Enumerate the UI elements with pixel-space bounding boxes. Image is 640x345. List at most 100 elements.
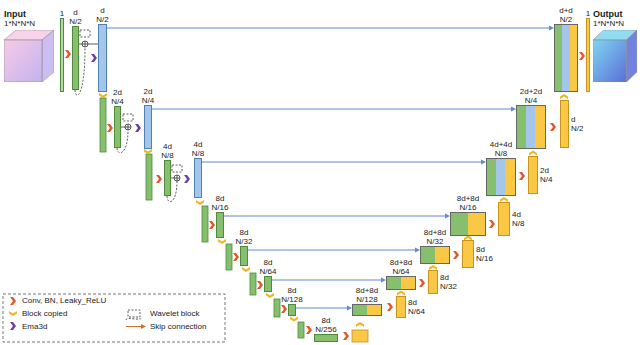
channel-label: 2d: [142, 87, 154, 96]
channel-label: d+d: [559, 6, 573, 15]
channel-label: 8d: [408, 298, 425, 307]
copy-arrow: [529, 151, 537, 156]
channel-label: 8d+8d: [390, 258, 412, 267]
legend-text: Skip connection: [150, 322, 206, 331]
legend-symbol: [126, 326, 142, 327]
channel-label: 8d: [440, 273, 457, 282]
ema3d-arrow: [135, 124, 141, 132]
block-label: 8dN/64: [260, 258, 277, 276]
channel-label: Output: [593, 9, 624, 19]
channel-label: 8d: [260, 258, 277, 267]
channel-label: 8d: [315, 316, 336, 325]
wavelet-block: [75, 30, 182, 202]
block-label: dN/2: [571, 115, 583, 133]
legend-symbol: [10, 322, 16, 330]
legend-text: Block copied: [22, 309, 67, 318]
ema-block: dN/2: [98, 24, 107, 92]
channel-label: 4d+4d: [490, 140, 512, 149]
decoder-block: 8dN/16: [462, 240, 474, 268]
downsampled-block: [202, 206, 208, 242]
skip-line: [202, 162, 481, 163]
block-label: 1: [586, 9, 590, 18]
conv-arrow: [257, 281, 263, 289]
size-label: N/32: [236, 237, 253, 246]
size-label: N/16: [212, 203, 229, 212]
legend-symbol: [9, 311, 17, 316]
conv-arrow: [419, 279, 425, 287]
encoder-block: 8dN/64: [264, 276, 272, 292]
downsampled-block: [100, 98, 304, 338]
size-label: N/4: [111, 97, 123, 106]
copy-arrow: [356, 322, 364, 327]
size-label: N/2: [559, 15, 573, 24]
block-label: 8d+8dN/32: [424, 228, 446, 246]
ema-block: 2dN/4: [144, 105, 152, 149]
size-label: 1*N*N*N: [593, 19, 624, 28]
size-label: N/256: [315, 325, 336, 334]
skip-connection: [152, 107, 516, 112]
downsampled-block: [298, 322, 304, 338]
copy-arrow: [196, 200, 204, 205]
wavelet-block: [172, 165, 182, 172]
block-label: dN/2: [69, 8, 81, 26]
skip-line: [224, 216, 445, 217]
skip-line: [296, 308, 347, 309]
ema3d-arrow: [91, 54, 97, 62]
conv-arrow: [387, 303, 393, 311]
legend-text: Wavelet block: [150, 309, 200, 318]
size-label: N/64: [408, 307, 425, 316]
block-label: 8dN/256: [315, 316, 336, 334]
size-label: N/4: [520, 96, 542, 105]
skip-connection: [248, 248, 420, 253]
concat-block: 4d+4dN/8: [486, 158, 516, 196]
channel-label: 4d: [512, 210, 524, 219]
concat-block: d+dN/2: [554, 24, 578, 92]
concat-block: 8d+8dN/16: [450, 212, 486, 236]
legend-text: Ema3d: [22, 322, 47, 331]
size-label: N/4: [142, 96, 154, 105]
copy-arrow: [218, 239, 226, 244]
block-label: Output1*N*N*N: [593, 9, 624, 28]
skip-connection: [224, 214, 450, 219]
size-label: N/2: [571, 124, 583, 133]
concat-block: 8d+8dN/128: [352, 304, 382, 316]
output-cube: Output1*N*N*N: [593, 30, 637, 82]
legend-symbol: [128, 310, 140, 317]
conv-arrow: [156, 175, 162, 183]
concat-block: 8d+8dN/64: [386, 276, 416, 290]
conv-arrow: [233, 253, 239, 261]
block-label: 4dN/8: [161, 142, 173, 160]
decoder-block: 4dN/8: [498, 202, 510, 236]
encoder-block: 8dN/16: [216, 212, 224, 238]
block-label: 8d+8dN/128: [356, 286, 378, 304]
channel-label: d: [571, 115, 583, 124]
block-label: 2d+2dN/4: [520, 87, 542, 105]
conv-arrow: [65, 50, 71, 58]
legend-text: Conv, BN, Leaky_ReLU: [22, 296, 106, 305]
size-label: N/8: [192, 149, 204, 158]
conv-arrow: [343, 332, 349, 340]
conv-arrow: [489, 220, 495, 228]
size-label: N/8: [512, 219, 524, 228]
channel-label: 1: [586, 9, 590, 18]
copy-arrow: [99, 93, 568, 327]
block-label: 4d+4dN/8: [490, 140, 512, 158]
output-cube-shape: [593, 30, 637, 82]
channel-label: d: [69, 8, 81, 17]
channel-label: 2d: [540, 166, 552, 175]
skip-connection: [296, 306, 352, 311]
skip-connection: [202, 160, 486, 165]
legend-frame: [3, 294, 225, 342]
channel-label: 8d: [236, 228, 253, 237]
channel-label: 2d: [111, 88, 123, 97]
copy-arrow: [99, 93, 107, 98]
block-label: d+dN/2: [559, 6, 573, 24]
conv-arrow: [281, 305, 287, 313]
block-label: 8dN/32: [236, 228, 253, 246]
copy-arrow: [290, 317, 298, 322]
size-label: 1*N*N*N: [4, 19, 35, 28]
cube-face: [42, 30, 54, 82]
block-label: 4dN/8: [192, 140, 204, 158]
size-label: N/4: [540, 175, 552, 184]
size-label: N/64: [390, 267, 412, 276]
